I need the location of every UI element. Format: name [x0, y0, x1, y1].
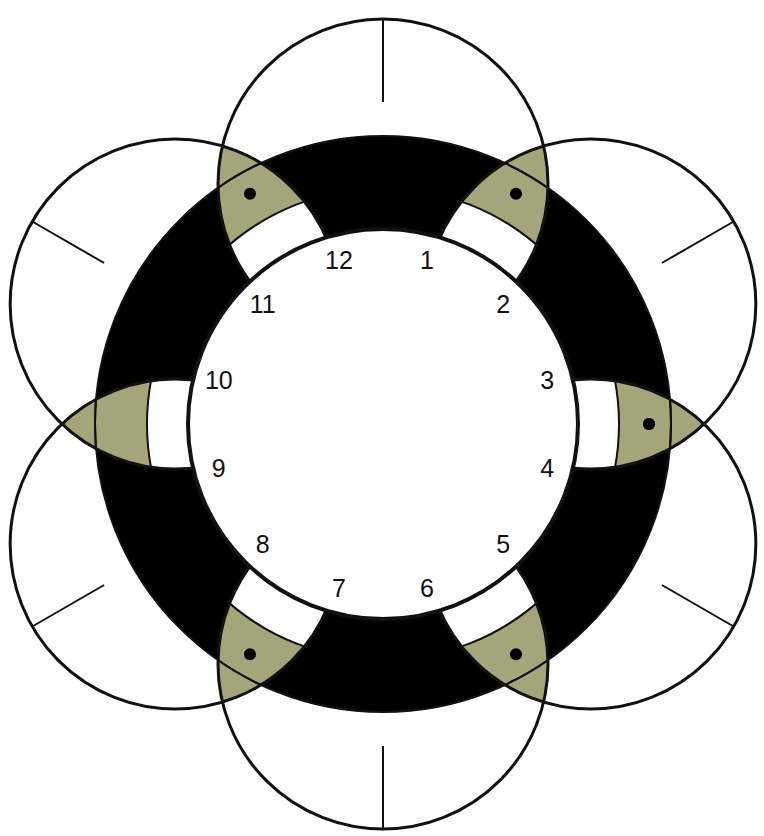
hour-number: 5 [496, 532, 510, 557]
shaded-lens [0, 4, 764, 836]
spoke [662, 222, 733, 263]
hour-number: 8 [256, 532, 270, 557]
hour-number: 11 [250, 291, 276, 316]
ring-arcs [95, 136, 671, 712]
spoke [662, 585, 733, 626]
hour-number: 3 [540, 368, 554, 393]
hour-number: 6 [420, 576, 434, 601]
shaded-lens [0, 4, 764, 836]
spoke [33, 585, 104, 626]
spoke [382, 20, 384, 102]
shaded-lens [0, 4, 764, 836]
petal-outlines [10, 19, 756, 829]
shaded-lens [0, 4, 764, 836]
ring-arc [95, 136, 671, 712]
ring-arc [95, 136, 671, 712]
clock-face [188, 229, 578, 619]
ring-arc [95, 136, 671, 712]
shaded-lenses [0, 4, 764, 836]
ring-arc [95, 136, 671, 712]
hour-number: 4 [540, 455, 554, 480]
black-wedge [95, 136, 671, 712]
ring-arc [95, 136, 671, 712]
spoke [382, 746, 384, 828]
spokes [33, 20, 733, 828]
black-wedge [95, 136, 671, 712]
black-wedge [95, 136, 671, 712]
black-wedge [95, 136, 671, 712]
black-wedges [95, 136, 671, 712]
hour-number: 10 [205, 368, 233, 393]
ring-arc [95, 136, 671, 712]
hour-number: 7 [332, 576, 346, 601]
hour-number: 1 [420, 247, 434, 272]
hour-number: 12 [325, 247, 353, 272]
shaded-lens [0, 4, 764, 836]
black-wedge [95, 136, 671, 712]
petal-fills [10, 19, 756, 829]
hour-number: 9 [212, 455, 226, 480]
black-wedge [95, 136, 671, 712]
spoke [33, 222, 104, 263]
hour-number: 2 [496, 291, 510, 316]
shaded-lens [0, 4, 764, 836]
